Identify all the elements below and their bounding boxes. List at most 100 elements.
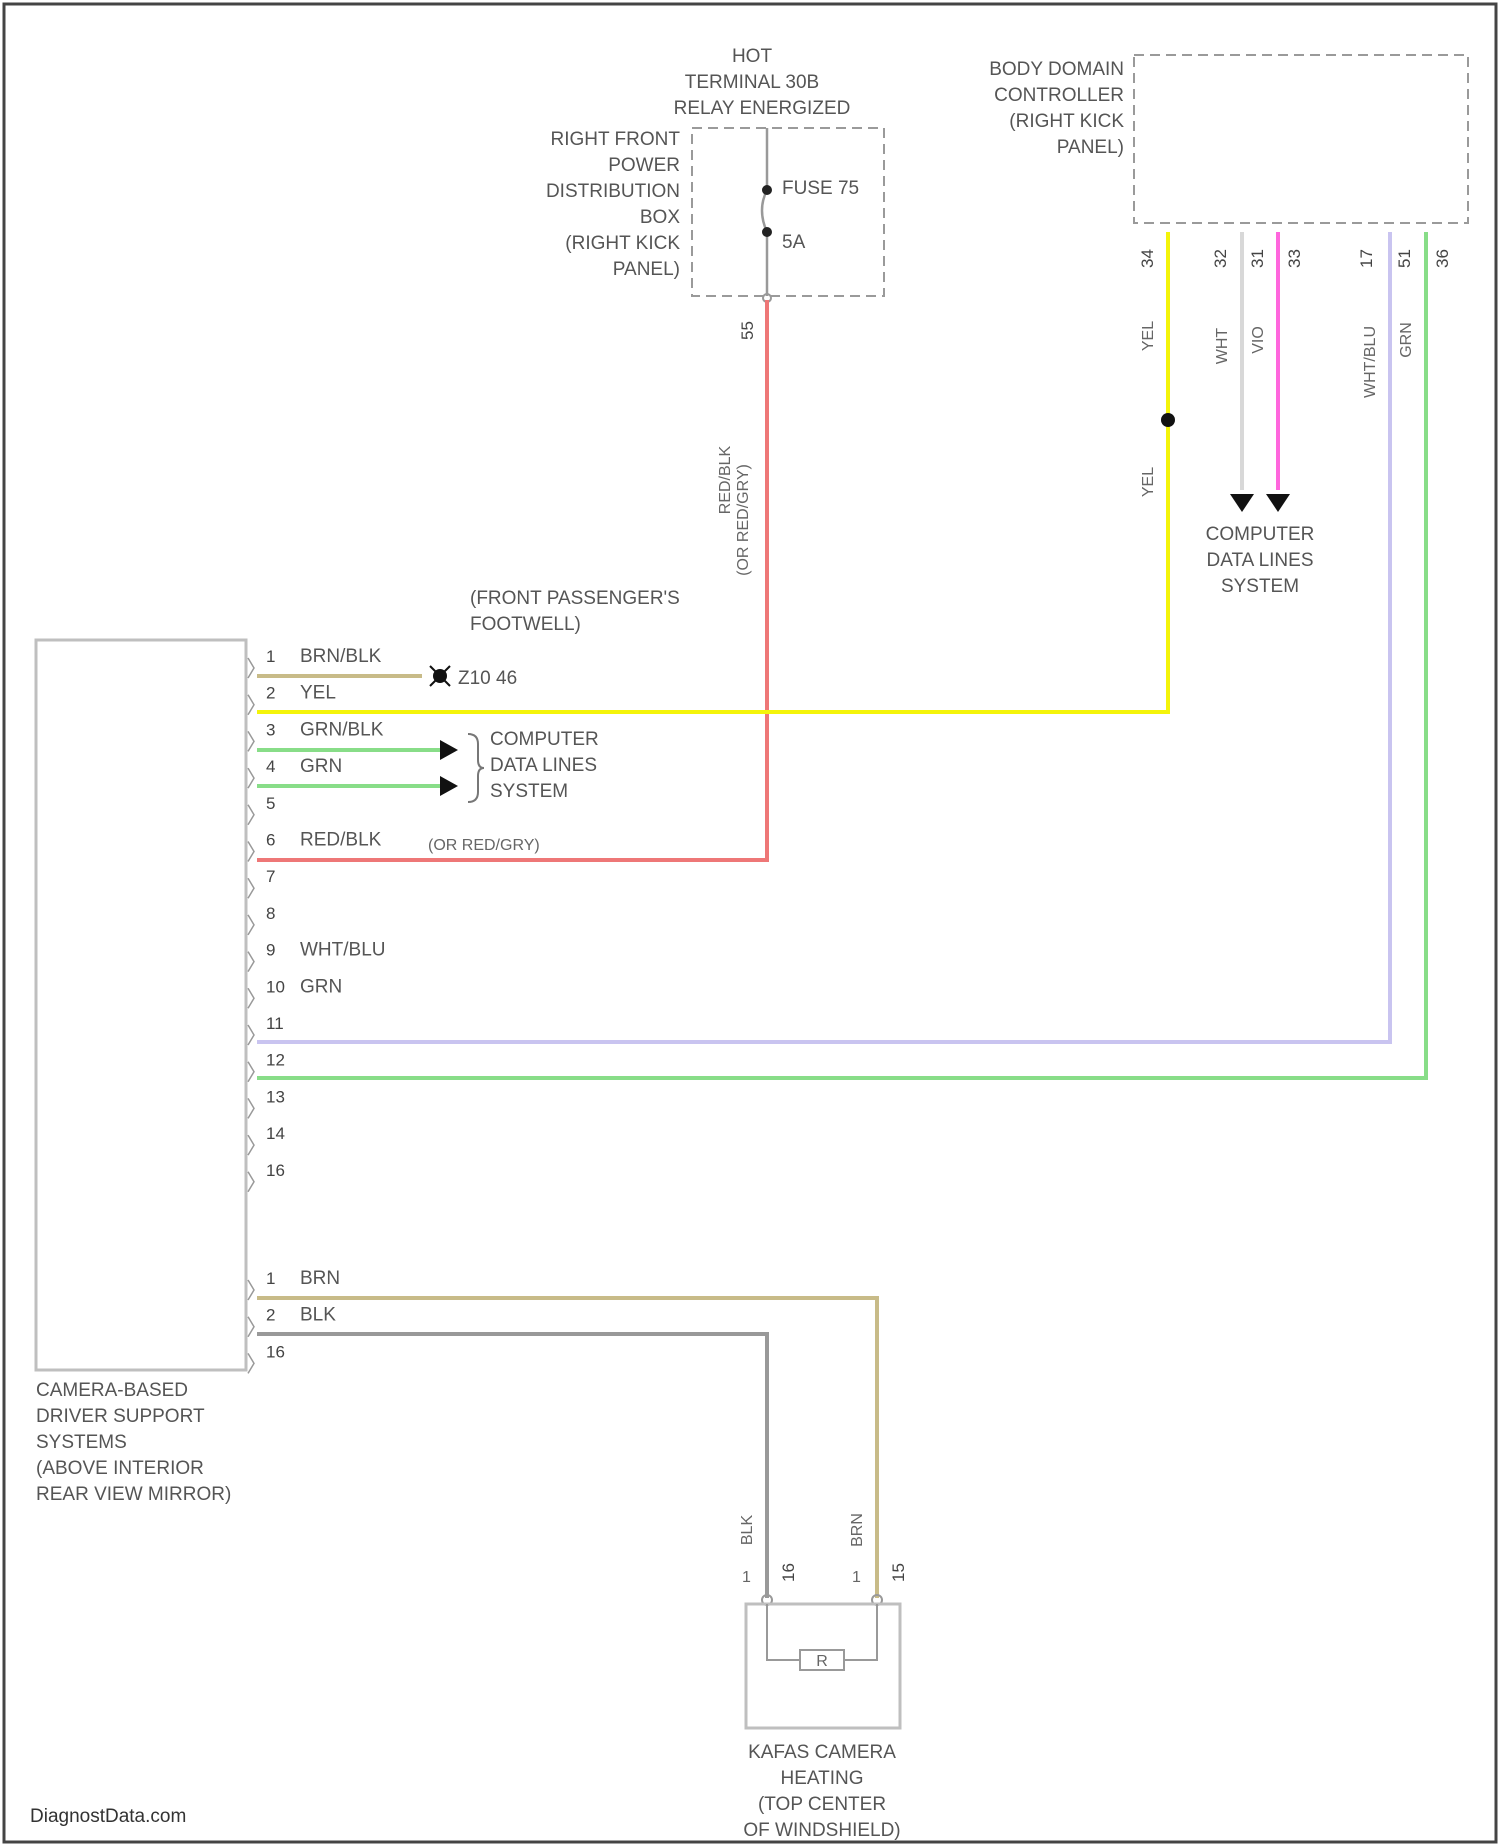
bdc-pin-36: 36 xyxy=(1433,249,1452,268)
footwell-label-2: FOOTWELL) xyxy=(470,614,581,635)
connector-pin-number: 16 xyxy=(266,1161,285,1180)
connector-pin-chevron xyxy=(248,1172,254,1192)
connector-pin-number: 12 xyxy=(266,1051,285,1070)
connector-pin-chevron xyxy=(248,988,254,1008)
connector-pin-number: 2 xyxy=(266,1306,275,1325)
splice-dot xyxy=(1161,413,1175,427)
connector-pin-number: 16 xyxy=(266,1342,285,1361)
bdc-label-2: CONTROLLER xyxy=(994,85,1124,106)
fuse-block-label-1: RIGHT FRONT xyxy=(551,129,681,150)
camera-label-1: CAMERA-BASED xyxy=(36,1380,188,1401)
fuse-block-label-2: POWER xyxy=(608,155,680,176)
body-domain-controller: BODY DOMAIN CONTROLLER (RIGHT KICK PANEL… xyxy=(989,55,1468,268)
diagram-frame xyxy=(4,4,1496,1842)
bdc-pin-34: 34 xyxy=(1138,249,1157,268)
connector-pin-chevron xyxy=(248,1280,254,1300)
data-line-arrow xyxy=(1266,494,1290,512)
data-line-arrow xyxy=(1230,494,1254,512)
fuse-block-label-3: DISTRIBUTION xyxy=(546,181,680,202)
fuse-pin-label: 55 xyxy=(738,321,757,340)
bdc-pin-33: 33 xyxy=(1285,249,1304,268)
grn-wire-label: GRN xyxy=(1398,322,1415,358)
connector-pin-chevron xyxy=(248,1098,254,1118)
wire-grn xyxy=(257,232,1426,1078)
connector-wire-color: RED/BLK xyxy=(300,830,382,851)
connector-wire-color: YEL xyxy=(300,683,336,704)
connector-wire-color: BLK xyxy=(300,1305,336,1326)
bdc-pin-31: 31 xyxy=(1248,249,1267,268)
camera-label-5: REAR VIEW MIRROR) xyxy=(36,1484,231,1505)
connector-pin-chevron xyxy=(248,1317,254,1337)
connector-pin-number: 3 xyxy=(266,720,275,739)
wire-brn xyxy=(257,1298,877,1598)
camera-heater: 16 15 1 1 R KAFAS CAMERA HEATING (TOP CE… xyxy=(742,1563,908,1841)
connector-pin-chevron xyxy=(248,1353,254,1373)
connector-pin-number: 4 xyxy=(266,757,275,776)
heater-pin-mark: 1 xyxy=(852,1569,861,1586)
red-wire-alt-inline: (OR RED/GRY) xyxy=(428,837,540,854)
connector-pin-chevron xyxy=(248,1025,254,1045)
bdc-label-1: BODY DOMAIN xyxy=(989,59,1124,80)
fuse-header-line-2: TERMINAL 30B xyxy=(685,72,819,93)
fuse-block-label-6: PANEL) xyxy=(613,259,680,280)
cdl-right-line-2: DATA LINES xyxy=(1207,550,1314,571)
connector-wire-color: BRN xyxy=(300,1268,340,1289)
connector-pin-number: 1 xyxy=(266,1269,275,1288)
data-line-arrow xyxy=(440,776,458,796)
connector-pin-number: 5 xyxy=(266,794,275,813)
cdl-left-line-1: COMPUTER xyxy=(490,729,599,750)
wire-blk xyxy=(257,1334,767,1598)
heater-element-label: R xyxy=(816,1653,828,1670)
heater-pin-mark: 1 xyxy=(742,1569,751,1586)
fuse-header-line-1: HOT xyxy=(732,46,773,67)
vertical-wire-labels: (OR RED/GRY) RED/BLK YEL YEL WHT VIO WHT… xyxy=(717,321,1415,1547)
connector-pin-number: 10 xyxy=(266,977,285,996)
camera-module-box xyxy=(36,640,246,1370)
connector-pin-chevron xyxy=(248,805,254,825)
fuse-block-outline xyxy=(692,128,884,296)
camera-label-3: SYSTEMS xyxy=(36,1432,127,1453)
data-line-arrow xyxy=(440,740,458,760)
connector-pin-chevron xyxy=(248,915,254,935)
brn-wire-label: BRN xyxy=(849,1513,866,1547)
connector-pin-chevron xyxy=(248,768,254,788)
heater-label-2: HEATING xyxy=(780,1768,863,1789)
connector-pin-chevron xyxy=(248,1135,254,1155)
fuse-block: HOT TERMINAL 30B RELAY ENERGIZED RIGHT F… xyxy=(546,46,884,340)
camera-label-4: (ABOVE INTERIOR xyxy=(36,1458,204,1479)
blk-wire-label: BLK xyxy=(739,1515,756,1546)
camera-label-2: DRIVER SUPPORT xyxy=(36,1406,205,1427)
connector-pin-number: 9 xyxy=(266,941,275,960)
connector-pin-number: 6 xyxy=(266,831,275,850)
camera-module-label: CAMERA-BASED DRIVER SUPPORT SYSTEMS (ABO… xyxy=(36,1380,231,1505)
wire-yel xyxy=(257,232,1168,712)
connector-b-pins: 1 BRN 2 BLK 16 xyxy=(248,1268,340,1373)
fuse-element xyxy=(762,190,767,232)
heater-label-1: KAFAS CAMERA xyxy=(748,1742,896,1763)
cdl-left-line-3: SYSTEM xyxy=(490,781,568,802)
connector-pin-number: 8 xyxy=(266,904,275,923)
fuse-terminal-dot xyxy=(762,185,772,195)
cdl-left-line-2: DATA LINES xyxy=(490,755,597,776)
cdl-right-line-1: COMPUTER xyxy=(1206,524,1315,545)
bdc-label-4: PANEL) xyxy=(1057,137,1124,158)
connector-pin-number: 2 xyxy=(266,684,275,703)
fuse-terminal-dot xyxy=(762,227,772,237)
ground-point: Z10 46 xyxy=(430,666,517,689)
connector-pin-number: 14 xyxy=(266,1124,285,1143)
fuse-header-line-3: RELAY ENERGIZED xyxy=(674,98,851,119)
connector-pin-chevron xyxy=(248,952,254,972)
wht-wire-label: WHT xyxy=(1214,328,1231,365)
ground-label: Z10 46 xyxy=(458,668,517,689)
watermark: DiagnostData.com xyxy=(30,1806,186,1827)
connector-wire-color: GRN xyxy=(300,756,342,777)
heater-pin-16: 16 xyxy=(779,1563,798,1582)
connector-wire-color: BRN/BLK xyxy=(300,646,382,667)
fuse-name: FUSE 75 xyxy=(782,178,859,199)
connector-wire-color: GRN xyxy=(300,976,342,997)
fuse-rating: 5A xyxy=(782,232,806,253)
connector-pin-chevron xyxy=(248,658,254,678)
connector-wire-color: GRN/BLK xyxy=(300,719,384,740)
connector-pin-chevron xyxy=(248,731,254,751)
